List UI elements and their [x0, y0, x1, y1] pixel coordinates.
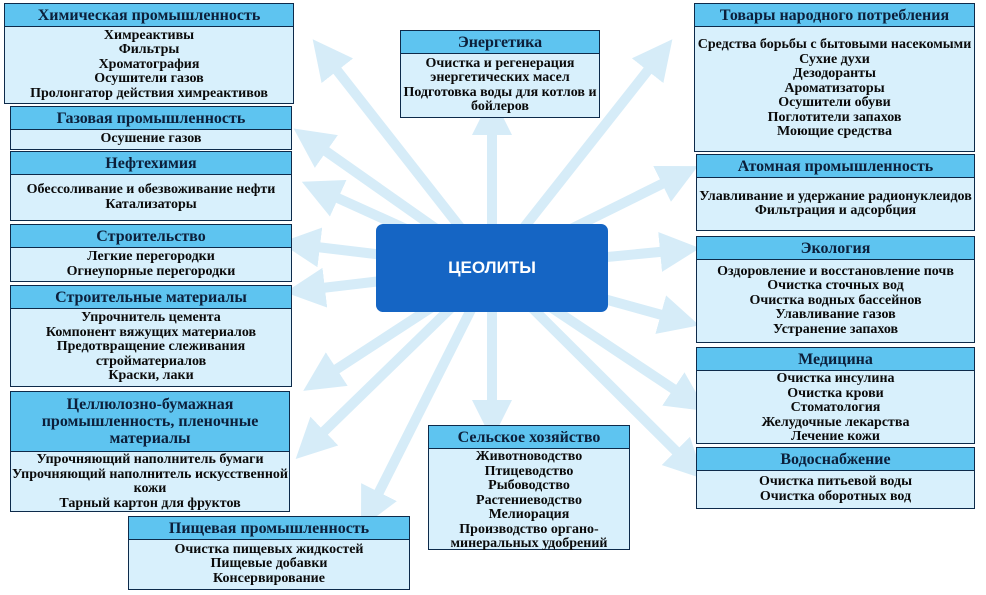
category-item: Компонент вяжущих материалов	[45, 324, 257, 340]
category-item: Тарный картон для фруктов	[59, 495, 241, 511]
category-item: Рыбоводство	[488, 478, 570, 493]
category-item: Улавливание и удержание радионуклеидов	[699, 188, 972, 204]
category-item: Фильтры	[118, 42, 180, 58]
category-title: Экология	[697, 237, 974, 260]
category-item: Упрочнитель цемента	[81, 310, 221, 326]
category-item: Растениеводство	[476, 492, 582, 508]
center-node: ЦЕОЛИТЫ	[376, 224, 608, 312]
category-item: Катализаторы	[105, 196, 197, 212]
category-item: Средства борьбы с бытовыми насекомыми	[697, 37, 972, 53]
category-item: Лечение кожи	[791, 429, 880, 444]
category-item: Дезодоранты	[793, 66, 876, 82]
category-item: Оздоровление и восстановление почв	[717, 263, 954, 279]
category-title: Строительные материалы	[11, 286, 291, 309]
category-title: Энергетика	[401, 31, 599, 54]
category-item: Очистка и регенерация энергетических мас…	[425, 55, 575, 85]
category-item: Осушение газов	[100, 131, 202, 147]
category-title: Химическая промышленность	[5, 4, 293, 27]
category-item: Упрочняющий наполнитель искусственной ко…	[12, 466, 288, 496]
category-item: Производство органо-минеральных удобрени…	[450, 521, 608, 551]
category-title: Газовая промышленность	[11, 107, 291, 130]
category-item: Сухие духи	[799, 51, 870, 67]
category-items: Осушение газов	[11, 130, 291, 149]
category-title: Атомная промышленность	[697, 155, 974, 178]
category-item: Пищевые добавки	[210, 556, 328, 572]
category-item: Огнеупорные перегородки	[66, 263, 236, 279]
category-title: Пищевая промышленность	[129, 517, 409, 540]
category-title: Целлюлозно-бумажная промышленность, плен…	[11, 392, 289, 452]
category-item: Подготовка воды для котлов и бойлеров	[403, 84, 597, 114]
category-item: Ароматизаторы	[784, 80, 885, 96]
category-box: Целлюлозно-бумажная промышленность, плен…	[10, 391, 290, 512]
category-item: Осушители обуви	[778, 95, 891, 111]
category-title: Сельское хозяйство	[429, 426, 629, 449]
category-item: Осушители газов	[94, 71, 204, 87]
category-item: Обессоливание и обезвоживание нефти	[26, 182, 276, 197]
category-item: Консервирование	[213, 570, 325, 586]
category-item: Животноводство	[475, 449, 583, 464]
category-item: Поглотители запахов	[767, 109, 902, 125]
category-title: Нефтехимия	[11, 152, 291, 175]
category-title: Строительство	[11, 225, 291, 248]
category-item: Устранение запахов	[772, 321, 899, 337]
category-item: Очистка водных бассейнов	[749, 292, 922, 308]
category-item: Предотвращение слеживания стройматериало…	[56, 339, 246, 369]
category-title: Водоснабжение	[697, 448, 974, 471]
category-item: Очистка сточных вод	[767, 278, 904, 294]
category-title: Медицина	[697, 348, 974, 371]
category-item: Моющие средства	[776, 124, 893, 140]
category-item: Очистка инсулина	[776, 371, 895, 386]
category-item: Краски, лаки	[108, 368, 194, 384]
category-item: Химреактивы	[103, 27, 195, 43]
category-item: Фильтрация и адсорбция	[754, 203, 917, 218]
category-item: Очистка крови	[787, 385, 884, 401]
category-item: Очистка оборотных вод	[759, 488, 912, 504]
category-title: Товары народного потребления	[695, 4, 974, 27]
category-item: Легкие перегородки	[87, 249, 215, 264]
category-item: Улавливание газов	[775, 307, 896, 323]
category-item: Стоматология	[790, 400, 881, 415]
category-item: Хроматография	[98, 56, 200, 72]
category-item: Пролонгатор действия химреактивов	[30, 85, 268, 101]
category-item: Желудочные лекарства	[761, 414, 910, 430]
category-item: Очистка питьевой воды	[758, 474, 913, 489]
category-item: Мелиорация	[488, 507, 570, 522]
category-item: Птицеводство	[484, 463, 574, 479]
category-item: Очистка пищевых жидкостей	[174, 541, 364, 557]
category-items: Очистка и регенерация энергетических мас…	[401, 54, 599, 117]
category-item: Упрочняющий наполнитель бумаги	[36, 452, 264, 467]
